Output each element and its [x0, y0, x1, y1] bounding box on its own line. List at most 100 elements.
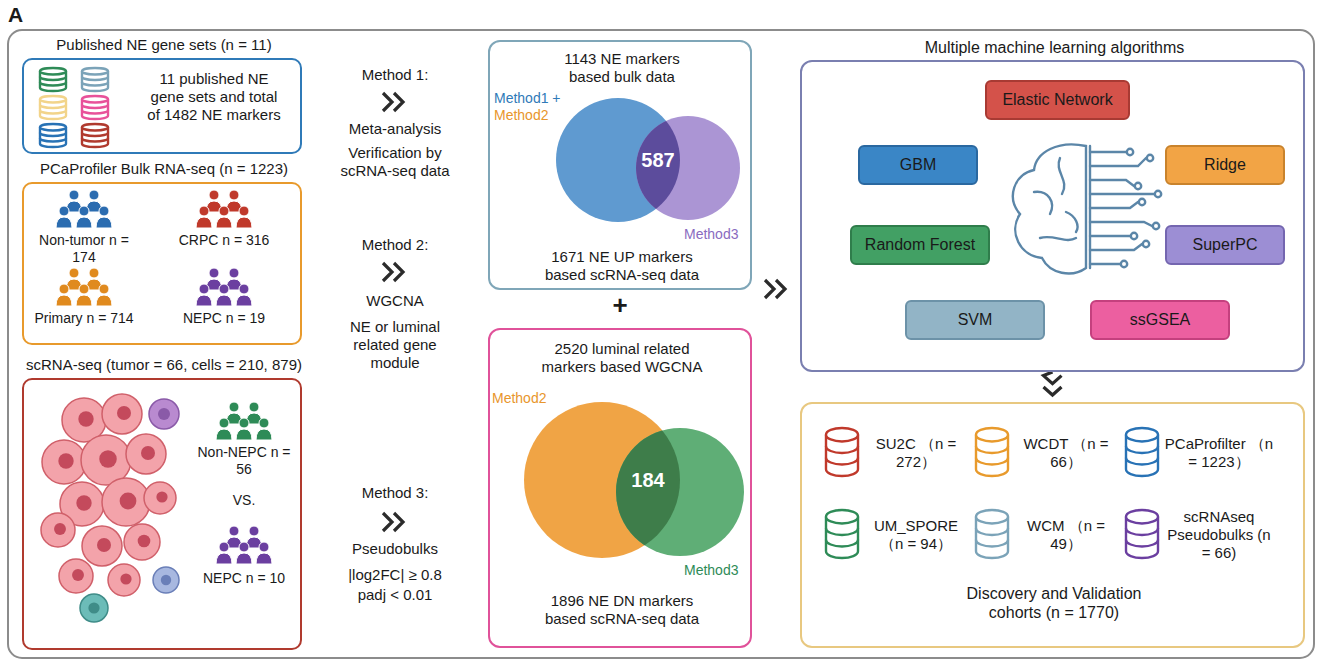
person-icon: [76, 206, 92, 228]
person-icon: [66, 268, 82, 290]
immune-cell: [80, 594, 108, 622]
cell-nucleus: [158, 408, 170, 420]
cell-membrane: [124, 524, 160, 560]
cell-nucleus: [88, 602, 99, 613]
person-head: [239, 542, 249, 552]
person-head: [89, 190, 99, 200]
threshold-note: |log2FC| ≥ 0.8: [315, 566, 475, 584]
person-body: [196, 295, 212, 306]
circuit-trace: [1090, 263, 1120, 265]
person-body: [226, 413, 242, 424]
chevron-arrow: [383, 513, 403, 531]
person-body: [66, 279, 82, 290]
algorithm-name: Random Forest: [865, 235, 975, 254]
box-text: Non-NEPC n = 56: [194, 444, 294, 478]
person-body: [96, 295, 112, 306]
database-band: [826, 528, 858, 535]
gene-set-box: Published NE gene sets (n = 11)11 publis…: [22, 58, 302, 154]
cohort-item: PCaProfilter （n = 1223）: [1118, 418, 1288, 488]
box-text: UM_SPORE （n = 94）: [864, 517, 968, 553]
database-icon: [82, 124, 108, 147]
box-text: WCM （n = 49）: [1014, 517, 1118, 553]
person-icon: [246, 402, 262, 424]
person-head: [229, 526, 239, 536]
person-icon: [206, 190, 222, 212]
database-band: [82, 133, 108, 136]
person-body: [216, 553, 232, 564]
venn-circle: [616, 428, 744, 556]
database-band: [82, 105, 108, 108]
cell-membrane: [80, 594, 108, 622]
algorithm-name: ssGSEA: [1130, 310, 1190, 329]
person-body: [76, 295, 92, 306]
cell-nucleus: [54, 523, 66, 535]
circuit-trace: [1090, 180, 1134, 186]
person-icon: [226, 190, 242, 212]
method-note: Verification by scRNA-seq data: [330, 144, 460, 180]
cell-membrane: [153, 567, 179, 593]
person-body: [246, 413, 262, 424]
circuit-pad: [1121, 261, 1127, 267]
cell-membrane: [82, 526, 122, 566]
box-text: WCDT （n = 66）: [1014, 435, 1118, 471]
method-label: Meta-analysis: [315, 120, 475, 138]
person-head: [239, 418, 249, 428]
person-body: [216, 429, 232, 440]
person-icon: [226, 402, 242, 424]
database-icon: [40, 68, 66, 91]
person-body: [56, 295, 72, 306]
person-body: [216, 217, 232, 228]
person-body: [96, 217, 112, 228]
cell-nucleus: [120, 493, 137, 510]
person-icon: [86, 268, 102, 290]
database-icon: [82, 68, 108, 91]
person-icon: [196, 284, 212, 306]
circuit-pad: [1131, 233, 1137, 239]
database-band: [1126, 540, 1158, 547]
tumor-cell: [59, 559, 93, 593]
database-body: [976, 435, 1008, 476]
illustration: [968, 500, 1118, 570]
person-head: [199, 284, 209, 294]
person-body: [66, 201, 82, 212]
person-body: [236, 429, 252, 440]
tumor-cell: [102, 394, 142, 434]
cell-membrane: [42, 440, 86, 484]
brain-fold: [1034, 158, 1078, 240]
box-text: Method2: [492, 390, 572, 407]
database-icon: [826, 510, 858, 558]
algorithm-box: ssGSEA: [1090, 300, 1230, 340]
person-icon: [196, 206, 212, 228]
database-body: [82, 99, 108, 119]
database-body: [82, 71, 108, 91]
cohort-item: scRNAseq Pseudobulks (n = 66): [1118, 500, 1288, 570]
circuit-pad: [1127, 149, 1133, 155]
person-icon: [56, 284, 72, 306]
box-text: PCaProfilter （n = 1223）: [1164, 435, 1274, 471]
database-top: [976, 428, 1008, 441]
method-label: Pseudobulks: [315, 540, 475, 558]
database-body: [1126, 435, 1158, 476]
person-body: [206, 201, 222, 212]
method-label: Method 3:: [315, 484, 475, 502]
database-icon: [826, 428, 858, 476]
database-top: [82, 68, 108, 74]
method-label: WGCNA: [315, 292, 475, 310]
cell-membrane: [126, 434, 166, 474]
person-body: [86, 279, 102, 290]
circuit-pad: [1147, 155, 1153, 161]
box-text: 587: [626, 148, 690, 172]
database-top: [826, 428, 858, 441]
person-head: [209, 268, 219, 278]
chevron-arrow: [383, 93, 403, 111]
person-head: [219, 206, 229, 216]
chevron-arrow: [765, 280, 785, 298]
tumor-cell: [41, 513, 75, 547]
panel-letter: A: [8, 2, 38, 27]
algorithm-box: Ridge: [1165, 145, 1285, 185]
person-body: [206, 279, 222, 290]
illustration: [968, 418, 1118, 488]
cell-membrane: [81, 435, 131, 485]
database-icon: [40, 124, 66, 147]
